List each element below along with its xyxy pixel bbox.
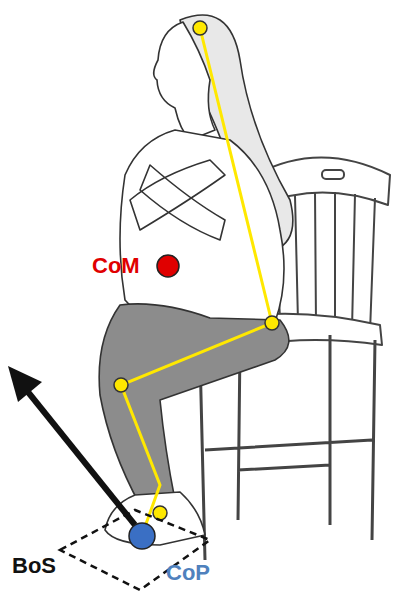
head-joint [193, 21, 207, 35]
knee-joint [114, 378, 128, 392]
chair-grip [322, 170, 344, 179]
arrow-shaft [28, 392, 135, 525]
marker-shape [128, 522, 156, 550]
force-arrow [8, 366, 135, 525]
face [154, 22, 215, 140]
crossed-arms [130, 160, 225, 240]
shirt [120, 130, 284, 326]
shape [129, 523, 155, 549]
stick-model [121, 28, 272, 535]
center-of-pressure-marker: CoP [128, 522, 156, 550]
shape [60, 510, 210, 590]
woman [99, 15, 293, 545]
marker-shape [156, 254, 180, 278]
ankle-joint [153, 506, 167, 520]
shape [157, 255, 179, 277]
marker-label: CoM [92, 253, 140, 279]
hip-joint [265, 316, 279, 330]
arrow-head [8, 366, 42, 402]
segment-lines [121, 28, 272, 535]
marker-label: BoS [12, 553, 56, 579]
marker-label: CoP [166, 560, 210, 586]
center-of-mass-marker: CoM [156, 254, 180, 278]
